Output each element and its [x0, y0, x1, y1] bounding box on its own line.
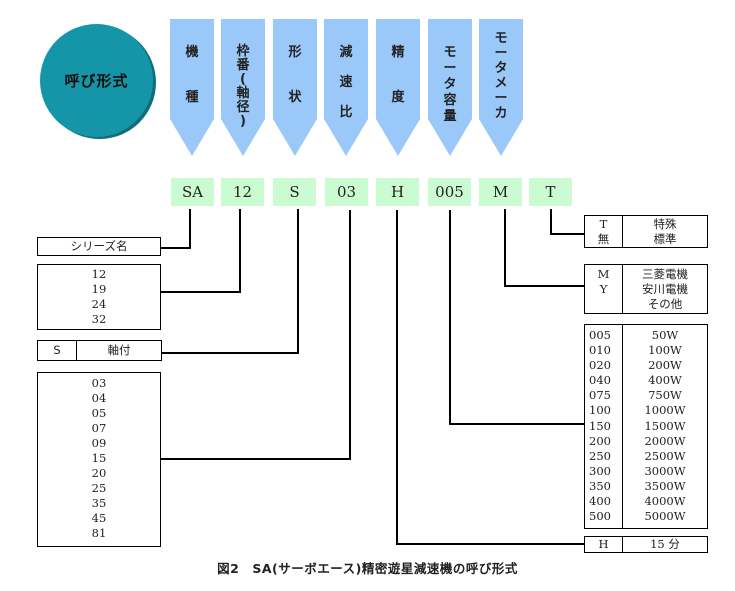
maker-code: Y — [599, 282, 608, 296]
precision-code: H — [585, 537, 623, 552]
capacity-watts: 2500W — [644, 448, 686, 463]
capacity-watts: 50W — [651, 328, 679, 342]
capacity-code: 200 — [589, 433, 611, 448]
banner-ratio: 減速比 — [324, 19, 368, 156]
list-item: 05 — [91, 406, 107, 420]
special-desc: 特殊 — [653, 217, 677, 231]
maker-desc: その他 — [647, 297, 683, 311]
list-item: 03 — [91, 376, 107, 390]
banner-model: 機種 — [170, 19, 214, 156]
list-item: 32 — [91, 312, 107, 326]
series-name-box: シリーズ名 — [37, 237, 161, 256]
list-item: 07 — [91, 421, 107, 435]
list-item: 15 — [91, 451, 107, 465]
list-item: 45 — [91, 511, 107, 525]
list-item: 19 — [91, 282, 107, 296]
banner-motor-capacity: モータ容量 — [428, 19, 472, 156]
maker-code: M — [597, 267, 610, 281]
code-frame: 12 — [221, 178, 264, 206]
banner-shape: 形状 — [273, 19, 317, 156]
list-item: 81 — [91, 526, 107, 540]
maker-desc: 安川電機 — [642, 282, 688, 296]
banner-label: 機種 — [185, 45, 199, 105]
banner-precision: 精度 — [376, 19, 420, 156]
capacity-watts: 750W — [648, 388, 682, 403]
banner-label: 形状 — [288, 45, 302, 105]
capacity-watts: 100W — [648, 343, 682, 358]
code-motor-maker: M — [479, 178, 522, 206]
maker-desc: 三菱電機 — [642, 267, 688, 281]
capacity-watts: 400W — [648, 373, 682, 388]
code-special: T — [529, 178, 572, 206]
capacity-code: 075 — [589, 388, 611, 403]
code-model: SA — [171, 178, 214, 206]
maker-box: M Y 三菱電機 安川電機 その他 — [584, 264, 708, 314]
capacity-watts: 3000W — [644, 463, 686, 478]
list-item: 09 — [91, 436, 107, 450]
capacity-code: 300 — [589, 463, 611, 478]
banner-label: 精度 — [391, 45, 405, 105]
figure-caption: 図2 SA(サーボエース)精密遊星減速機の呼び形式 — [217, 561, 518, 576]
capacity-code: 500 — [589, 509, 611, 524]
capacity-watts: 1000W — [644, 403, 686, 418]
list-item: 24 — [91, 297, 107, 311]
list-item: 25 — [91, 481, 107, 495]
special-code: T — [599, 217, 608, 231]
special-code: 無 — [597, 232, 610, 246]
precision-box: H 15 分 — [584, 536, 708, 553]
capacity-watts: 4000W — [644, 494, 686, 509]
capacity-watts: 2000W — [644, 433, 686, 448]
list-item: 20 — [91, 466, 107, 480]
special-box: T 無 特殊 標準 — [584, 215, 708, 248]
capacity-code: 010 — [589, 343, 611, 358]
shape-desc: 軸付 — [107, 343, 131, 357]
banner-frame: 枠番(軸径) — [221, 19, 265, 156]
title-circle-label: 呼び形式 — [64, 72, 129, 90]
title-circle: 呼び形式 — [40, 24, 153, 137]
list-item: 04 — [91, 391, 107, 405]
capacity-watts: 200W — [648, 358, 682, 373]
capacity-code: 250 — [589, 448, 611, 463]
capacity-code: 040 — [589, 373, 611, 388]
capacity-watts: 1500W — [644, 418, 686, 433]
code-motor-capacity: 005 — [428, 178, 471, 206]
capacity-code: 100 — [589, 403, 611, 418]
banner-label: モータ容量 — [443, 45, 457, 124]
ratio-box: 03 04 05 07 09 15 20 25 35 45 81 — [37, 372, 161, 547]
banner-label: 枠番(軸径) — [236, 44, 250, 129]
shape-code: S — [38, 341, 77, 360]
precision-desc: 15 分 — [650, 537, 680, 551]
banner-motor-maker: モータメーカ — [479, 19, 523, 156]
series-name-label: シリーズ名 — [70, 239, 128, 253]
special-desc: 標準 — [653, 232, 677, 246]
capacity-code: 020 — [589, 358, 611, 373]
banner-label: 減速比 — [339, 45, 353, 120]
shape-box: S 軸付 — [37, 340, 162, 361]
banner-label: モータメーカ — [494, 31, 508, 121]
capacity-code: 005 — [589, 328, 611, 342]
capacity-code: 150 — [589, 418, 611, 433]
frame-size-box: 12 19 24 32 — [37, 264, 161, 330]
capacity-code: 400 — [589, 494, 611, 509]
code-shape: S — [273, 178, 316, 206]
capacity-code: 350 — [589, 478, 611, 493]
code-ratio: 03 — [325, 178, 368, 206]
capacity-watts: 3500W — [644, 478, 686, 493]
capacity-watts: 5000W — [644, 509, 686, 524]
code-precision: H — [376, 178, 419, 206]
list-item: 35 — [91, 496, 107, 510]
list-item: 12 — [91, 267, 107, 281]
